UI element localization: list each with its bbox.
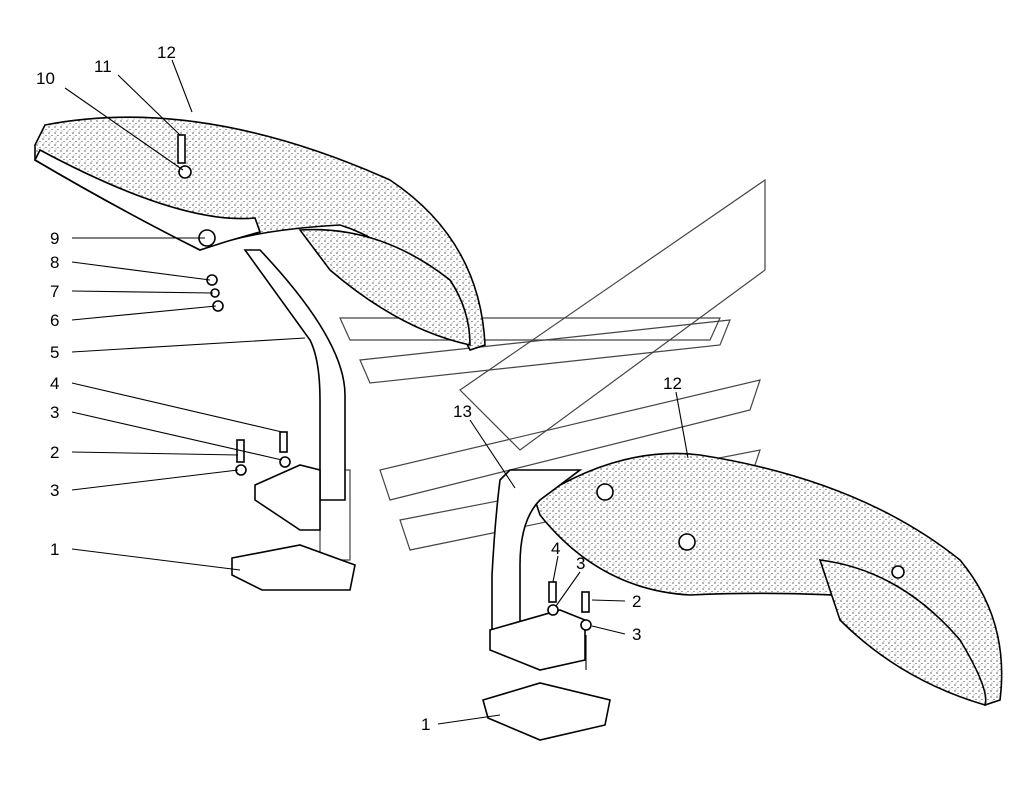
callout-9: 9 — [50, 229, 59, 248]
callout-12: 12 — [663, 374, 682, 393]
callout-12: 12 — [157, 43, 176, 62]
callout-3: 3 — [50, 403, 59, 422]
callout-3: 3 — [576, 554, 585, 573]
callout-3b: 3 — [632, 625, 641, 644]
callout-8: 8 — [50, 253, 59, 272]
callout-11: 11 — [94, 57, 112, 76]
right-fender — [482, 452, 1003, 741]
callout-13: 13 — [453, 402, 472, 421]
leader-lines — [64, 59, 689, 725]
callout-4: 4 — [551, 539, 560, 558]
left-callouts: 12 11 10 9 8 7 6 5 4 3 2 3 1 — [36, 43, 176, 559]
callout-4: 4 — [50, 374, 59, 393]
callout-7: 7 — [50, 282, 59, 301]
callout-10: 10 — [36, 69, 55, 88]
callout-2: 2 — [632, 592, 641, 611]
callout-6: 6 — [50, 311, 59, 330]
callout-1: 1 — [50, 540, 59, 559]
right-callouts: 12 13 4 3 2 3 1 — [421, 374, 682, 734]
callout-3b: 3 — [50, 481, 59, 500]
callout-5: 5 — [50, 343, 59, 362]
callout-2: 2 — [50, 443, 59, 462]
left-fender — [33, 116, 486, 591]
callout-1: 1 — [421, 715, 430, 734]
